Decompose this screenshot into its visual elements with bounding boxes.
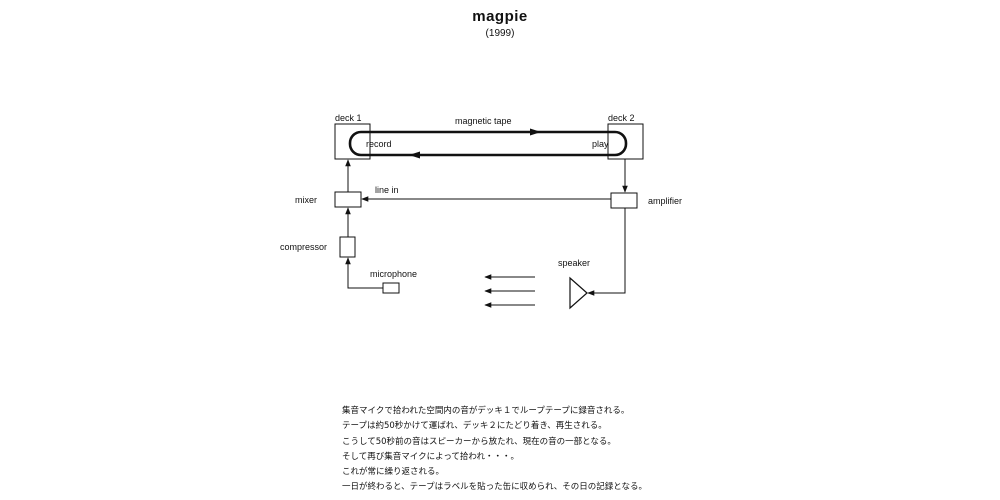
amplifier-box	[610, 192, 638, 209]
play-label: play	[592, 139, 609, 149]
page-year: (1999)	[485, 28, 515, 39]
description-line: 一日が終わると、テープはラベルを貼った缶に収められ、その日の記録となる。	[342, 482, 647, 493]
description-line: テープは約50秒かけて運ばれ、デッキ２にたどり着き、再生される。	[342, 421, 607, 432]
microphone-box	[382, 282, 400, 294]
description-line: これが常に繰り返される。	[342, 467, 445, 478]
mixer-box	[334, 191, 362, 208]
line-in-label: line in	[375, 185, 399, 195]
tape-direction-arrow-top	[530, 128, 541, 136]
compressor-label: compressor	[280, 242, 327, 252]
description-line: こうして50秒前の音はスピーカーから放たれ、現在の音の一部となる。	[342, 436, 616, 447]
description-text: 集音マイクで拾われた空間内の音がデッキ１でループテープに録音される。 テープは約…	[342, 404, 662, 496]
deck-2-label: deck 2	[608, 113, 635, 123]
magnetic-tape-label: magnetic tape	[455, 116, 512, 126]
speaker-icon	[569, 276, 588, 310]
page-header: magpie (1999)	[0, 8, 1000, 39]
speaker-label: speaker	[558, 258, 590, 268]
amplifier-label: amplifier	[648, 196, 682, 206]
amplifier-to-speaker-arrow	[587, 208, 626, 296]
description-line: そして再び集音マイクによって拾われ・・・。	[342, 451, 519, 462]
description-line: 集音マイクで拾われた空間内の音がデッキ１でループテープに録音される。	[342, 406, 630, 416]
microphone-label: microphone	[370, 269, 417, 279]
deck-1-label: deck 1	[335, 113, 362, 123]
mixer-label: mixer	[295, 195, 317, 205]
tape-loop	[348, 130, 628, 157]
page-title: magpie	[472, 8, 528, 25]
deck-1-box	[334, 123, 371, 160]
compressor-box	[339, 236, 356, 258]
record-label: record	[366, 139, 392, 149]
tape-direction-arrow-bottom	[409, 151, 420, 159]
microphone-to-compressor-arrow	[345, 257, 383, 289]
